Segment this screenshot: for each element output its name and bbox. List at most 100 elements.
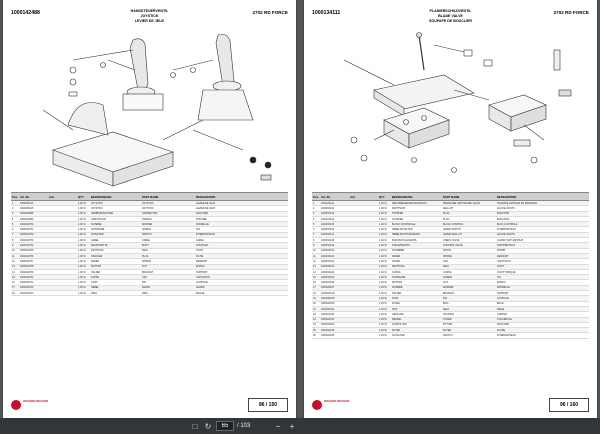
- cell-article: 1000015415: [20, 206, 34, 210]
- cell-pos: 1: [12, 201, 14, 205]
- cell-pos: 14: [12, 270, 15, 274]
- cell-qty: 1,00 St: [78, 233, 86, 237]
- rotate-icon[interactable]: ↻: [204, 421, 212, 431]
- cell-pos: 4: [12, 217, 14, 221]
- cell-designation: RESSORT: [196, 259, 208, 263]
- cell-qty: 1,00 St: [78, 275, 86, 279]
- cell-bezeichnung: STECKER: [91, 254, 103, 258]
- cell-pos: 15: [313, 275, 316, 279]
- current-page-input[interactable]: [216, 421, 234, 431]
- cell-qty: 2,00 St: [78, 228, 86, 232]
- cell-designation: COUVERCLE: [497, 318, 512, 322]
- col-part-name: PART NAME: [142, 194, 159, 199]
- cell-article: 1000013130: [321, 302, 335, 306]
- plus-icon[interactable]: +: [289, 421, 295, 431]
- parts-table: Pos. Art.-Nr. Arb. QTY BEZEICHNUNG PART …: [312, 192, 589, 339]
- cell-part-name: WASHER: [142, 222, 153, 226]
- cell-bezeichnung: DECKEL: [392, 318, 402, 322]
- cell-qty: 1,00 St: [379, 254, 387, 258]
- cell-article: 1000014752: [20, 233, 34, 237]
- cell-article: 1000014685: [20, 212, 34, 216]
- cell-qty: 1,00 St: [379, 217, 387, 221]
- cell-designation: BOUCHON: [497, 212, 510, 216]
- cell-part-name: SPRING: [443, 254, 453, 258]
- page-footer: WACKER NEUSON 96 / 160: [312, 398, 589, 412]
- cell-designation: GOUPILLE: [497, 296, 509, 300]
- cell-article: 1000013131: [321, 307, 335, 311]
- cell-article: 1000013115: [321, 222, 335, 226]
- cell-part-name: SEAL: [443, 265, 450, 269]
- document-page-right: 1000134111 PLANIERSCHILDVENTIL BLADE VAL…: [304, 0, 597, 418]
- col-bezeichnung: BEZEICHNUNG: [91, 194, 112, 199]
- cell-pos: 17: [313, 286, 316, 290]
- cell-designation: BLOC CONTROLE: [497, 222, 518, 226]
- cell-qty: 1,00 St: [379, 307, 387, 311]
- cell-pos: 3: [313, 212, 315, 216]
- minus-icon[interactable]: −: [275, 421, 281, 431]
- cell-article: 1000013129: [321, 296, 335, 300]
- cell-article: 1000014760: [20, 275, 34, 279]
- cell-article: 1000013116: [321, 228, 335, 232]
- cell-qty: 1,00 St: [379, 296, 387, 300]
- cell-designation: INTERRUPTEUR: [196, 233, 215, 237]
- cell-qty: 1,00 St: [78, 249, 86, 253]
- col-article: Art.-Nr.: [321, 194, 331, 199]
- cell-bezeichnung: FILTER: [392, 328, 401, 332]
- cell-article: 1000013120: [321, 249, 335, 253]
- cell-bezeichnung: SCHALTER: [91, 233, 104, 237]
- cell-designation: RACCORD: [196, 212, 209, 216]
- cell-designation: VIS: [196, 228, 200, 232]
- cell-article: 1000013133: [321, 318, 335, 322]
- parts-table-header: Pos. Art.-Nr. Arb. QTY BEZEICHNUNG PART …: [11, 192, 288, 201]
- cell-bezeichnung: STIFT: [392, 296, 399, 300]
- cell-bezeichnung: HALTER: [91, 270, 101, 274]
- cell-bezeichnung: SCHIEBER: [392, 249, 405, 253]
- cell-designation: POIGNEE: [196, 217, 207, 221]
- fit-page-icon[interactable]: □: [192, 421, 198, 431]
- cell-bezeichnung: MUTTER: [91, 265, 101, 269]
- cell-designation: JOINT: [497, 265, 504, 269]
- cell-designation: SUPPORT: [196, 270, 208, 274]
- cell-designation: LEVIER DE JEUX: [196, 206, 216, 210]
- cell-designation: CLAPET ANTI-RETOUR: [497, 238, 524, 242]
- cell-article: 1000014756: [20, 254, 34, 258]
- cell-bezeichnung: KAPPE: [91, 275, 99, 279]
- cell-designation: DISTRIBUTEUR: [497, 244, 515, 248]
- cell-designation: INTERRUPTEUR: [497, 334, 516, 338]
- cell-bezeichnung: HEBEL: [91, 286, 99, 290]
- cell-article: 1000013135: [321, 328, 335, 332]
- cell-article: 1000013132: [321, 312, 335, 316]
- cell-bezeichnung: HEBELSCHALTER: [392, 228, 413, 232]
- cell-qty: 1,00 St: [379, 228, 387, 232]
- cell-pos: 3: [12, 212, 14, 216]
- cell-part-name: CHECK VALVE: [443, 238, 460, 242]
- cell-designation: BOUCHON: [497, 217, 510, 221]
- cell-part-name: PIN: [142, 281, 146, 285]
- cell-designation: JEU DE JOINTS: [497, 233, 515, 237]
- cell-pos: 9: [12, 244, 14, 248]
- cell-part-name: LEVER: [142, 286, 150, 290]
- cell-bezeichnung: SCHEIBE: [392, 286, 403, 290]
- cell-pos: 10: [12, 249, 15, 253]
- cell-article: 1000013122: [321, 259, 335, 263]
- total-pages: / 103: [237, 423, 251, 429]
- cell-qty: 1,00 St: [379, 259, 387, 263]
- cell-bezeichnung: RING: [91, 291, 97, 295]
- cell-bezeichnung: HEBELDICHTUNGSSATZ: [392, 233, 420, 237]
- col-part-name: PART NAME: [443, 194, 460, 199]
- cell-part-name: WASHER: [443, 286, 454, 290]
- cell-part-name: CAP: [142, 275, 147, 279]
